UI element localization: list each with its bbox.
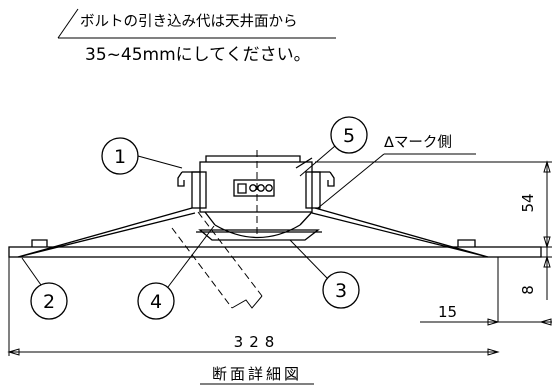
speaker-cone (214, 224, 301, 239)
dim-arrow-mid (543, 236, 551, 249)
terminal-screw-1 (249, 184, 257, 192)
terminal-screw-2 (257, 184, 265, 192)
callout-label-4: 4 (150, 291, 162, 313)
cable-line-2 (197, 211, 263, 297)
caption-text: 断面詳細図 (212, 365, 302, 383)
ceiling-panel (8, 246, 542, 356)
callout-leader-4 (167, 225, 215, 288)
speaker-trim (198, 229, 320, 241)
cone-sides (204, 211, 313, 226)
callout-label-2: 2 (43, 291, 55, 313)
installation-note: ボルトの引き込み代は天井面から 35~45mmにしてください。 (57, 8, 336, 65)
callout-label-5: 5 (343, 125, 355, 147)
height-dimensions: 54 8 (315, 160, 552, 300)
callout-circle-2 (30, 282, 68, 320)
right-clip (327, 171, 335, 187)
terminal-block (233, 179, 275, 197)
dim-arrow-top (543, 160, 551, 173)
callout-leader-3 (289, 239, 328, 279)
right-slope (311, 207, 489, 258)
callout-3: 3 (289, 239, 360, 309)
dim-height-bottom: 8 (519, 285, 537, 295)
callout-leader-1 (137, 155, 183, 169)
dim-width-arrow-right (487, 348, 500, 356)
drawing-caption: 断面詳細図 (200, 365, 314, 385)
marker-side-label: Δマーク側 (384, 134, 452, 151)
callout-5: 5 (299, 116, 368, 177)
right-bracket (305, 171, 321, 209)
callout-leader-2 (21, 257, 42, 286)
bracket-spring (295, 157, 313, 169)
width-dimension: 328 (7, 333, 500, 356)
callout-label-1: 1 (114, 146, 126, 168)
callout-2: 2 (21, 257, 68, 320)
left-foot (31, 239, 48, 247)
terminal-connector (237, 183, 247, 194)
callout-1: 1 (101, 137, 183, 175)
speaker-body (17, 150, 489, 258)
right-foot (457, 239, 476, 247)
flange-dimension: 15 (420, 303, 552, 326)
note-leader-slash (57, 8, 79, 39)
ceiling-board (8, 246, 542, 258)
marker-side-annotation: Δマーク側 (317, 134, 476, 209)
left-slope (17, 207, 196, 258)
dim-height-top: 54 (519, 193, 537, 212)
speaker-housing (199, 161, 313, 213)
marker-leader (317, 153, 385, 209)
cable-passage (171, 211, 263, 309)
note-line-2: 35~45mmにしてください。 (85, 45, 311, 65)
callout-leader-5 (299, 145, 336, 177)
dim-width-arrow-left (7, 348, 20, 356)
callout-label-3: 3 (335, 280, 347, 302)
callout-circle-3 (322, 271, 360, 309)
dim-flange-arrow-right (539, 318, 552, 326)
note-line-1: ボルトの引き込み代は天井面から (80, 13, 298, 30)
cable-break (231, 295, 263, 309)
callout-circle-4 (137, 282, 175, 320)
dim-width-value: 328 (234, 333, 281, 351)
terminal-screw-3 (265, 184, 273, 192)
callout-4: 4 (137, 225, 215, 320)
callout-circle-5 (330, 116, 368, 154)
dim-flange-arrow-left (487, 318, 500, 326)
cable-line-1 (171, 227, 233, 309)
top-bracket (205, 155, 301, 162)
dim-arrow-low (543, 255, 551, 268)
dim-flange-value: 15 (438, 303, 457, 321)
left-clip (177, 171, 185, 187)
left-bracket (191, 171, 207, 209)
